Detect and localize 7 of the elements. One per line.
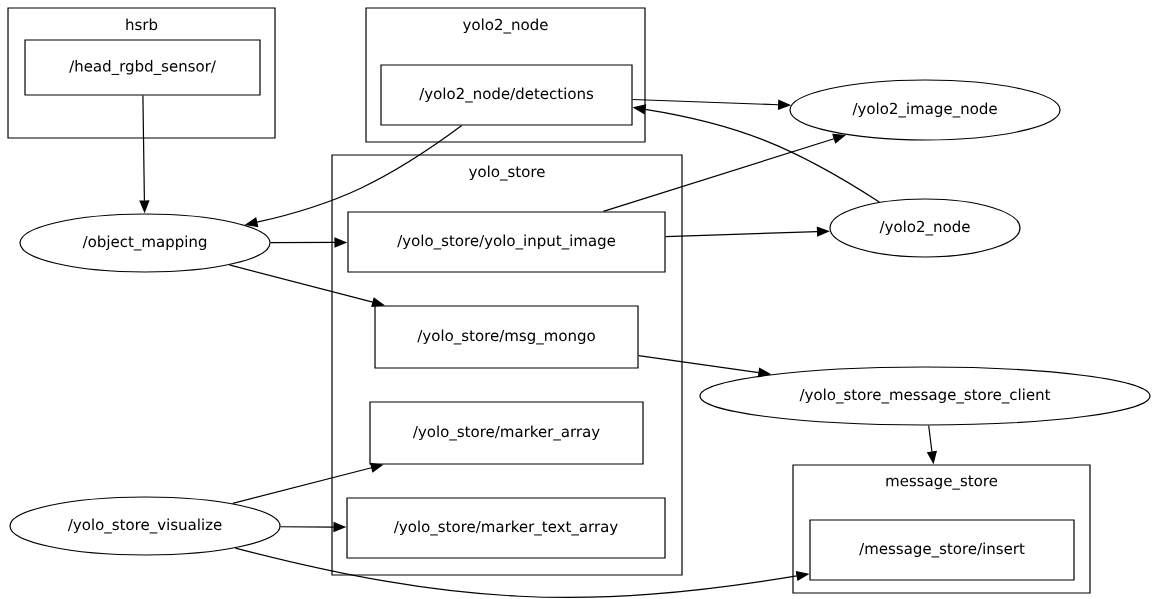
topic-box: /yolo2_node/detections <box>380 64 633 126</box>
topic-box: /yolo_store/marker_array <box>369 401 644 465</box>
topic-box: /message_store/insert <box>809 519 1075 581</box>
topic-box: /head_rgbd_sensor/ <box>24 39 261 96</box>
topic-box: /yolo_store/marker_text_array <box>346 497 666 559</box>
topic-box: /yolo_store/yolo_input_image <box>347 211 666 273</box>
topic-box: /yolo_store/msg_mongo <box>374 305 639 369</box>
